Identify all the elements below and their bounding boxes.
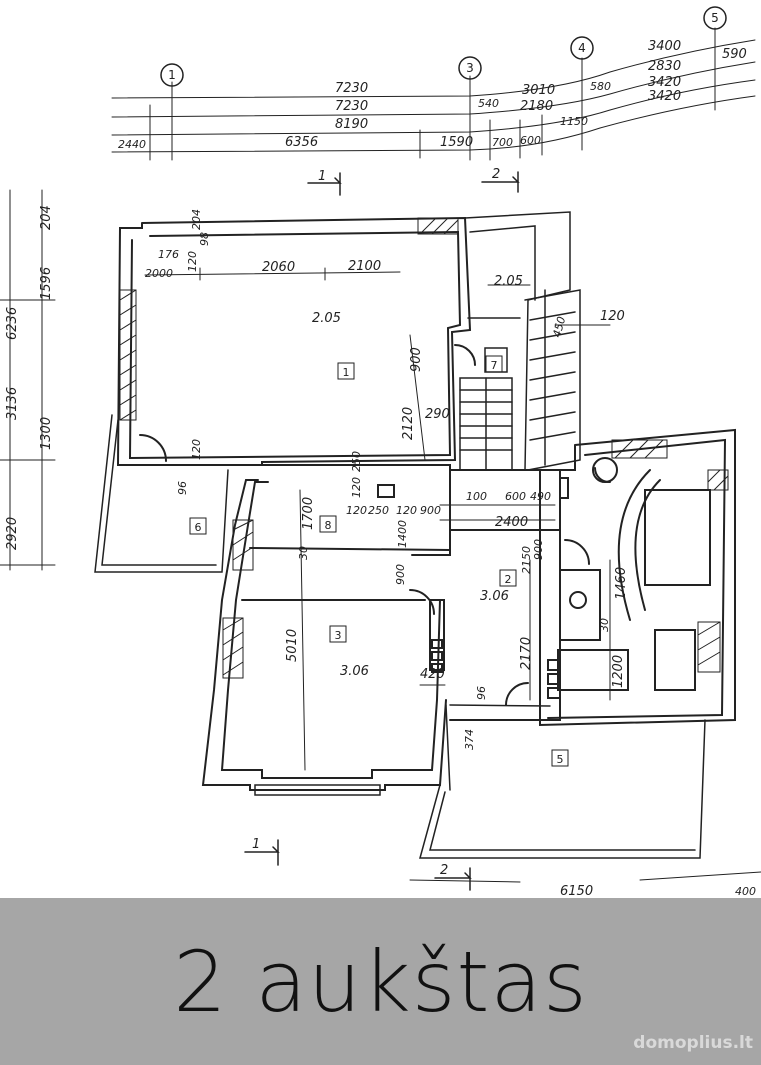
dimension-label: 400 [735,885,756,898]
dimension-label: 6236 [5,307,20,340]
dimension-label: 100 [466,490,487,503]
room-tags: 1 6 8 3 2 7 5 [189,355,569,767]
dimension-label: 5010 [285,629,300,662]
room-tag-1: 1 [343,366,350,379]
dimension-label: 374 [463,729,476,750]
dimension-label: 1596 [39,267,54,300]
dimension-label: 3.06 [480,589,509,604]
dimension-label: 204 [190,209,203,230]
dimension-label: 900 [394,564,407,585]
dimension-label: 600 [505,490,526,503]
dimension-label: 2060 [262,260,295,275]
right-wing-walls [539,428,736,727]
dimension-label: 2100 [348,259,381,274]
dimension-label: 2.05 [312,311,341,326]
dimension-label: 30 [598,618,611,632]
section-mark-label: 1 [252,837,260,852]
dimension-label: 2120 [401,407,416,440]
dimension-label: 3.06 [340,664,369,679]
dimension-label: 600 [520,134,541,147]
stair-hall [459,211,581,471]
room-3-window [254,784,381,796]
section-mark-label: 1 [318,169,326,184]
dimension-label: 1150 [560,115,588,128]
dimension-label: 8190 [335,117,368,132]
floor-title: 2 aukštas [173,932,588,1031]
dimension-label: 2170 [519,637,534,670]
dimension-label: 204 [39,205,54,230]
dimension-label: 590 [722,47,747,62]
section-mark-label: 2 [440,863,448,878]
dimension-label: 250 [368,504,389,517]
dimension-label: 3400 [648,39,681,54]
dimension-label: 2000 [145,267,173,280]
dimension-label: 7230 [335,81,368,96]
dimension-label: 2180 [520,99,553,114]
dimension-label: 3420 [648,89,681,104]
dimension-label: 3136 [5,387,20,420]
room-tag-5: 5 [557,753,564,766]
dimension-label: 2400 [495,515,528,530]
dimension-label: 580 [590,80,611,93]
dimension-label: 900 [532,539,545,560]
dimension-label: 96 [176,481,189,495]
dimension-label: 250 [350,451,363,472]
dimension-label: 2150 [520,546,533,574]
grid-axis-label: 4 [578,41,586,55]
dimension-label: 3010 [522,83,555,98]
dimension-label: 1460 [614,567,629,600]
dimension-label: 490 [530,490,551,503]
dimension-label: 98 [198,232,211,246]
balcony-6-outline [94,414,229,573]
room-tag-3: 3 [335,629,342,642]
dimension-label: 1700 [301,497,316,530]
dimension-label: 1400 [396,520,409,548]
dimension-label: 900 [409,347,424,372]
dimension-label: 6356 [285,135,318,150]
dimension-label: 420 [420,667,445,682]
floor-plan-drawing: 1 3 4 5 1 2 1 2 3400 590 2830 3420 3420 … [0,6,761,899]
floor-banner: 2 aukštas domoplius.lt [0,898,761,1065]
site-watermark: domoplius.lt [633,1033,753,1053]
dimension-label: 290 [425,407,450,422]
dimension-label: 120 [600,309,625,324]
dimension-label: 540 [478,97,499,110]
room-tag-7: 7 [491,359,498,372]
grid-axis-label: 1 [168,68,176,82]
dimension-label: 1300 [39,417,54,450]
room-3-walls [201,464,451,791]
grid-axis-label: 3 [466,61,474,75]
dimension-label: 2440 [118,138,146,151]
section-mark-label: 2 [492,167,500,182]
dimension-label: 1200 [611,655,626,688]
dimension-label: 96 [475,686,488,700]
grid-axis-label: 5 [711,11,719,25]
dimension-label: 6150 [560,884,593,899]
dimension-label: 2.05 [494,274,523,289]
room-tag-8: 8 [325,519,332,532]
dimension-label: 30 [297,546,310,560]
dimension-label: 176 [158,248,179,261]
dimension-label: 450 [550,315,568,339]
dimension-label: 120 [186,251,199,272]
room-tag-2: 2 [505,573,512,586]
dimension-label: 700 [492,136,513,149]
dimension-label: 2920 [5,517,20,550]
terrace-5-outline [419,704,706,859]
dimension-label: 900 [420,504,441,517]
dimension-label: 1590 [440,135,473,150]
dimension-label: 7230 [335,99,368,114]
dimension-label: 120 [346,504,367,517]
dimension-label: 3420 [648,75,681,90]
dimension-label: 120 [396,504,417,517]
dimension-label: 120 [190,439,203,460]
dimension-label: 2830 [648,59,681,74]
room-tag-6: 6 [195,521,202,534]
interior-dimension-lines [144,267,761,883]
left-dimension-lines [0,189,56,571]
section-arrows [244,171,520,891]
dimension-label: 120 [350,477,363,498]
